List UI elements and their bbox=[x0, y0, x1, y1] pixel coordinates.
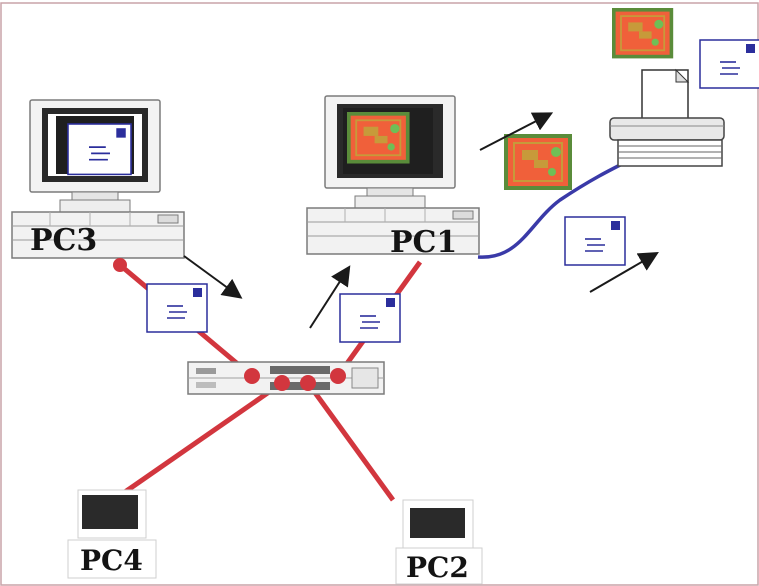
pc3-computer[interactable] bbox=[11, 99, 185, 259]
picture-document-icon bbox=[346, 111, 411, 165]
envelope-icon bbox=[339, 293, 401, 343]
picture-document-icon bbox=[503, 133, 573, 191]
envelope-icon bbox=[67, 123, 132, 176]
printer-device[interactable] bbox=[609, 68, 725, 167]
envelope-icon bbox=[146, 283, 208, 333]
pc4-label-box bbox=[67, 539, 157, 579]
cable-pc2-switch bbox=[305, 381, 396, 502]
envelope-icon bbox=[564, 216, 626, 266]
arrow-icon bbox=[309, 265, 351, 329]
pc2-label: PC2 bbox=[406, 551, 469, 584]
pc4-terminal[interactable] bbox=[77, 489, 147, 539]
switch-device[interactable] bbox=[187, 361, 385, 395]
pc3-port bbox=[113, 258, 127, 272]
envelope-icon bbox=[699, 39, 759, 89]
arrow-icon bbox=[589, 251, 659, 293]
flow-arrows bbox=[183, 112, 659, 329]
cable-pc1-printer bbox=[477, 158, 631, 259]
cable-pc4-switch bbox=[120, 380, 284, 497]
pc1-label: PC1 bbox=[390, 225, 457, 260]
pc2-terminal[interactable] bbox=[402, 499, 474, 549]
pc4-label: PC4 bbox=[80, 544, 143, 577]
pc3-label: PC3 bbox=[30, 223, 97, 258]
pc1-computer[interactable] bbox=[306, 95, 480, 255]
pc2-label-box bbox=[395, 547, 483, 585]
arrow-icon bbox=[183, 255, 243, 299]
network-cables bbox=[118, 158, 631, 502]
arrow-icon bbox=[479, 112, 554, 151]
picture-document-icon bbox=[611, 7, 675, 60]
